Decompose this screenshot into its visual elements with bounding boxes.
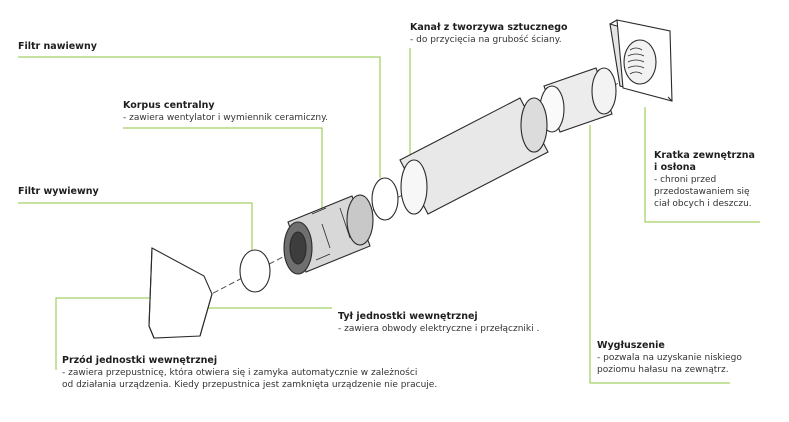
leader-filtr-wywiewny bbox=[18, 202, 253, 252]
central-body bbox=[283, 194, 374, 275]
label-wygluszenie-title: Wygłuszenie bbox=[597, 340, 665, 351]
label-filtr-nawiewny-title: Filtr nawiewny bbox=[18, 41, 97, 52]
label-kratka-desc-2: przedostawaniem się bbox=[654, 187, 750, 197]
label-tyl-desc: - zawiera obwody elektryczne i przełączn… bbox=[338, 324, 540, 334]
label-kratka: Kratka zewnętrzna i osłona - chroni prze… bbox=[654, 150, 755, 210]
label-wygluszenie-desc-1: - pozwala na uzyskanie niskiego bbox=[597, 353, 742, 363]
label-kanal: Kanał z tworzywa sztucznego - do przycię… bbox=[410, 22, 568, 46]
indoor-front-unit bbox=[148, 247, 213, 339]
external-grille bbox=[609, 19, 673, 102]
label-przod-desc-2: od działania urządzenia. Kiedy przepustn… bbox=[62, 380, 438, 390]
label-wygluszenie: Wygłuszenie - pozwala na uzyskanie niski… bbox=[597, 340, 742, 376]
label-kratka-desc-3: ciał obcych i deszczu. bbox=[654, 199, 752, 209]
label-kratka-desc-1: - chroni przed bbox=[654, 175, 717, 185]
leader-filtr-nawiewny bbox=[18, 56, 381, 178]
label-tyl: Tył jednostki wewnętrznej - zawiera obwo… bbox=[338, 311, 539, 335]
supply-filter bbox=[371, 177, 399, 221]
leader-wygluszenie bbox=[589, 125, 730, 384]
leader-kratka bbox=[644, 107, 760, 223]
leader-korpus bbox=[123, 127, 323, 215]
label-kanal-title: Kanał z tworzywa sztucznego bbox=[410, 22, 568, 33]
label-filtr-wywiewny: Filtr wywiewny bbox=[18, 186, 99, 198]
plastic-duct bbox=[399, 97, 549, 215]
label-kratka-title-2: i osłona bbox=[654, 162, 696, 173]
label-korpus-title: Korpus centralny bbox=[123, 100, 215, 111]
label-filtr-nawiewny: Filtr nawiewny bbox=[18, 41, 97, 53]
label-tyl-title: Tył jednostki wewnętrznej bbox=[338, 311, 478, 322]
exhaust-filter bbox=[239, 249, 271, 293]
label-korpus-desc: - zawiera wentylator i wymiennik ceramic… bbox=[123, 113, 328, 123]
leader-lines bbox=[18, 48, 760, 384]
label-korpus: Korpus centralny - zawiera wentylator i … bbox=[123, 100, 328, 124]
label-przod: Przód jednostki wewnętrznej - zawiera pr… bbox=[62, 355, 437, 391]
label-filtr-wywiewny-title: Filtr wywiewny bbox=[18, 186, 99, 197]
label-kratka-title-1: Kratka zewnętrzna bbox=[654, 150, 755, 161]
label-wygluszenie-desc-2: poziomu hałasu na zewnątrz. bbox=[597, 365, 729, 375]
label-kanal-desc: - do przycięcia na grubość ściany. bbox=[410, 35, 562, 45]
label-przod-desc-1: - zawiera przepustnicę, która otwiera si… bbox=[62, 368, 418, 378]
silencer bbox=[539, 67, 617, 133]
label-przod-title: Przód jednostki wewnętrznej bbox=[62, 355, 218, 366]
leader-przod bbox=[55, 297, 175, 370]
